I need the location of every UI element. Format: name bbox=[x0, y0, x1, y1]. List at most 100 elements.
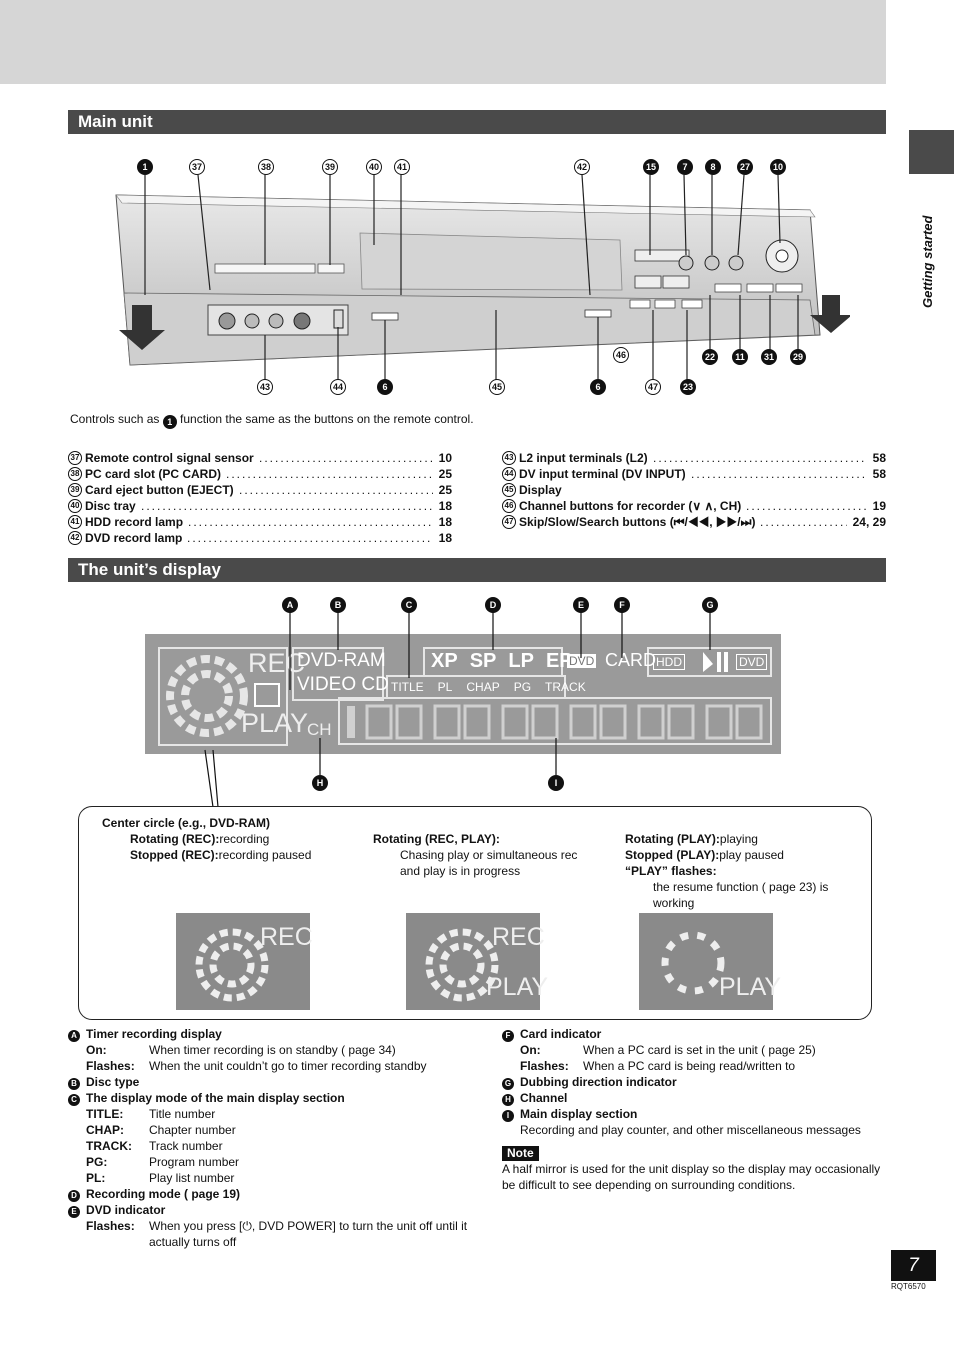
device-callout: 38 bbox=[258, 159, 274, 175]
part-page: 18 bbox=[438, 531, 452, 545]
legend-item-value: When a PC card is being read/written to bbox=[583, 1059, 796, 1073]
part-number: 41 bbox=[68, 515, 82, 529]
legend-item-value: When timer recording is on standby ( pag… bbox=[149, 1043, 396, 1057]
legend-key: H bbox=[502, 1094, 514, 1106]
part-number: 42 bbox=[68, 531, 82, 545]
disc-type-video-cd: VIDEO CD bbox=[297, 674, 389, 695]
center-circle-panel: Center circle (e.g., DVD-RAM) Rotating (… bbox=[78, 806, 872, 1020]
device-callout: 43 bbox=[257, 379, 273, 395]
display-callout: F bbox=[614, 597, 630, 613]
panel-desc: recording paused bbox=[218, 848, 312, 862]
legend-item-key: CHAP: bbox=[86, 1123, 124, 1137]
device-callout: 42 bbox=[574, 159, 590, 175]
part-page: 58 bbox=[872, 451, 886, 465]
legend-key: A bbox=[68, 1030, 80, 1042]
dvd-label: DVD bbox=[736, 654, 768, 670]
section-title: The unit’s display bbox=[78, 560, 221, 579]
disc-type-dvd-ram: DVD-RAM bbox=[297, 650, 386, 671]
legend-heading: C The display mode of the main display se… bbox=[68, 1090, 468, 1106]
panel-line: Rotating (REC):recording bbox=[130, 831, 311, 847]
device-callout: 7 bbox=[677, 159, 693, 175]
display-mode-label: PG bbox=[513, 680, 532, 694]
legend-item-value: Track number bbox=[149, 1139, 223, 1153]
legend-heading: I Main display section bbox=[502, 1106, 892, 1122]
display-callout: G bbox=[702, 597, 718, 613]
controls-note-number: 1 bbox=[162, 415, 177, 429]
part-label: Display bbox=[519, 483, 562, 497]
device-callout: 10 bbox=[770, 159, 786, 175]
legend-title: The display mode of the main display sec… bbox=[86, 1091, 345, 1105]
part-number: 44 bbox=[502, 467, 516, 481]
legend-item: Flashes: When a PC card is being read/wri… bbox=[502, 1058, 892, 1074]
device-callout: 46 bbox=[613, 347, 629, 363]
legend-item: TRACK:Track number bbox=[68, 1138, 468, 1154]
display-callout: B bbox=[330, 597, 346, 613]
legend-title: Card indicator bbox=[520, 1027, 602, 1041]
part-page: 10 bbox=[438, 451, 452, 465]
legend-item-key: Flashes: bbox=[520, 1059, 569, 1073]
dvd-indicator: DVD bbox=[567, 654, 597, 668]
legend-item-value: Play list number bbox=[149, 1171, 235, 1185]
display-callout: E bbox=[573, 597, 589, 613]
legend-item: Flashes:When you press [⏻, DVD POWER] to… bbox=[68, 1218, 468, 1250]
page-number: 7 bbox=[891, 1250, 936, 1281]
thumb-play: PLAY bbox=[639, 913, 781, 1010]
legend-item: TITLE:Title number bbox=[68, 1106, 468, 1122]
legend-item-key: PG: bbox=[86, 1155, 108, 1169]
legend-key: C bbox=[68, 1094, 80, 1106]
legend-title: Main display section bbox=[520, 1107, 638, 1121]
legend-key: G bbox=[502, 1078, 514, 1090]
panel-desc: playing bbox=[719, 832, 758, 846]
part-number: 39 bbox=[68, 483, 82, 497]
thumb-play-label: PLAY bbox=[486, 973, 549, 1001]
legend-heading: D Recording mode ( page 19) bbox=[68, 1186, 468, 1202]
legend-key: D bbox=[68, 1190, 80, 1202]
legend-title: Recording mode ( page 19) bbox=[86, 1187, 241, 1201]
part-page: 19 bbox=[872, 499, 886, 513]
legend-item-key: On: bbox=[520, 1043, 541, 1057]
section-title: Main unit bbox=[78, 112, 153, 131]
legend-title: Dubbing direction indicator bbox=[520, 1075, 677, 1089]
device-callout: 27 bbox=[737, 159, 753, 175]
channel-label: CH bbox=[307, 720, 332, 739]
display-graphics bbox=[158, 647, 772, 746]
part-leader-dots: ........................................… bbox=[239, 483, 433, 497]
legend-key: E bbox=[68, 1206, 80, 1218]
display-callout: I bbox=[548, 775, 564, 791]
legend-item-value: Chapter number bbox=[149, 1123, 236, 1137]
device-callout: 40 bbox=[366, 159, 382, 175]
device-callout: 8 bbox=[705, 159, 721, 175]
panel-heading: Center circle (e.g., DVD-RAM) bbox=[102, 816, 271, 830]
legend-item-key: TITLE: bbox=[86, 1107, 124, 1121]
display-play: PLAY bbox=[241, 708, 309, 738]
device-callout: 11 bbox=[732, 349, 748, 365]
panel-line: Stopped (PLAY):play paused bbox=[625, 847, 784, 863]
device-illustration bbox=[110, 155, 852, 405]
panel-line: Stopped (REC):recording paused bbox=[130, 847, 311, 863]
legend-key: I bbox=[502, 1110, 514, 1122]
part-label: PC card slot (PC CARD) bbox=[85, 467, 222, 481]
legend-key: F bbox=[502, 1030, 514, 1042]
part-label: HDD record lamp bbox=[85, 515, 184, 529]
controls-note: Controls such as 1 function the same as … bbox=[70, 411, 474, 429]
display-callout: A bbox=[282, 597, 298, 613]
disc-spin-icon bbox=[195, 928, 269, 1002]
part-number: 40 bbox=[68, 499, 82, 513]
part-label: DVD record lamp bbox=[85, 531, 183, 545]
legend-item: CHAP: Chapter number bbox=[68, 1122, 468, 1138]
device-callout: 37 bbox=[189, 159, 205, 175]
disc-spin-icon bbox=[661, 931, 725, 995]
legend-item-key: Flashes: bbox=[86, 1059, 135, 1073]
disc-spin-icon bbox=[425, 928, 499, 1002]
legend-key: B bbox=[68, 1078, 80, 1090]
legend-item-value: When you press [⏻, DVD POWER] to turn th… bbox=[149, 1219, 468, 1249]
